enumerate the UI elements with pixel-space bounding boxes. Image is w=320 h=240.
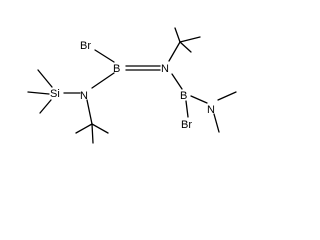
bond-b-lower-n-dimethyl [190,95,208,104]
atom-b-lower: B [180,90,187,102]
atom-label-layer: Br B N Si N B Br N [50,40,215,131]
bond-tbu1-methyl-a [179,36,201,43]
bond-tbu2-methyl-a [75,123,93,134]
bond-b-upper-n-amine [91,72,115,89]
bond-tbu2-methyl-b [91,123,109,134]
bond-n-amine-tbu [86,99,93,125]
bond-tbu1-methyl-c [179,41,192,53]
bond-layer [27,27,237,144]
bond-si-me3 [39,99,52,114]
bond-n-dimethyl-me1 [217,91,237,101]
bond-b-lower-br [185,100,189,118]
atom-si: Si [50,88,60,100]
bond-tbu2-methyl-c [91,123,94,144]
bond-n-dimethyl-me2 [213,113,220,133]
chemical-structure-diagram: Br B N Si N B Br N [27,27,237,144]
bond-n-imine-tbu [168,41,181,62]
atom-br-bottom: Br [181,119,192,131]
bond-br-b-upper [94,49,115,63]
bond-si-me2 [27,91,50,95]
atom-br-top: Br [80,40,91,52]
bond-si-me1 [37,69,53,88]
atom-n-imine: N [161,63,169,75]
atom-n-amine: N [80,90,88,102]
bond-n-imine-b-lower [171,73,183,90]
bond-tbu1-methyl-b [174,27,181,43]
atom-b-upper: B [113,63,120,75]
atom-n-dimethyl: N [207,104,215,116]
